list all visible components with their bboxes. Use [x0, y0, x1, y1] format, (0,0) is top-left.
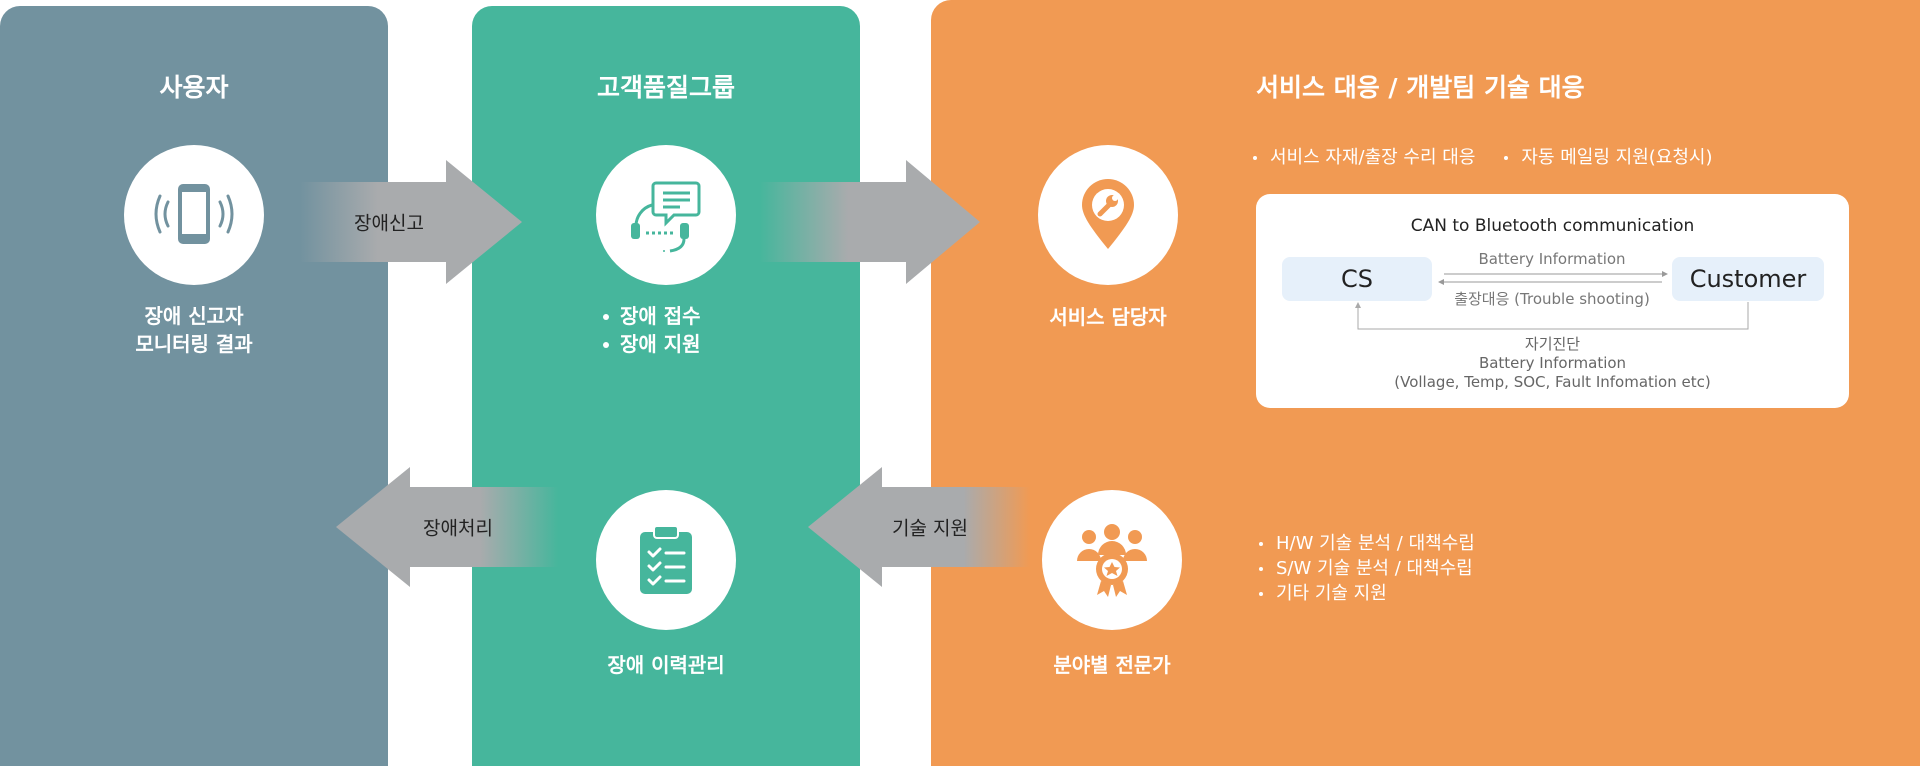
service-top-caption: 서비스 담당자 [1049, 305, 1167, 329]
service-bullet-item: 기타 기술 지원 [1256, 581, 1475, 606]
handling-arrow-label: 장애처리 [423, 517, 493, 540]
user-caption: 장애 신고자 모니터링 결과 [0, 302, 388, 358]
clipboard-checklist-icon [640, 525, 692, 594]
cq-bottom-caption: 장애 이력관리 [607, 653, 725, 677]
diagnosis-text: 자기진단 Battery Information (Vollage, Temp,… [1256, 335, 1849, 392]
user-caption-line2: 모니터링 결과 [135, 332, 253, 356]
to-service-arrow [760, 160, 980, 284]
diagnosis-line1: 자기진단 [1524, 335, 1581, 353]
expert-group-badge-icon [1077, 524, 1147, 597]
forward-flow-label: Battery Information [1478, 250, 1626, 268]
cq-bottom-icon-circle [596, 490, 736, 630]
tech-support-arrow [808, 467, 1030, 587]
customer-quality-panel-title: 고객품질그룹 [596, 73, 735, 102]
backward-flow-label: 출장대응 (Trouble shooting) [1454, 290, 1650, 308]
user-panel [0, 6, 388, 766]
tech-support-arrow-label: 기술 지원 [892, 517, 968, 540]
cq-bullet-item: 장애 지원 [600, 330, 701, 358]
headset-support-icon [631, 181, 701, 253]
service-bullet-item: 서비스 자재/출장 수리 대응 [1250, 145, 1475, 170]
user-icon-circle [124, 145, 264, 285]
smartphone-vibrate-icon [154, 184, 234, 244]
cq-top-icon-circle [596, 145, 736, 285]
service-top-icon-circle [1038, 145, 1178, 285]
user-panel-title: 사용자 [159, 73, 229, 102]
diagnosis-line3: (Vollage, Temp, SOC, Fault Infomation et… [1394, 373, 1711, 391]
service-bottom-icon-circle [1042, 490, 1182, 630]
service-bullet-item: 자동 메일링 지원(요청시) [1501, 145, 1712, 170]
user-caption-line1: 장애 신고자 [144, 304, 244, 328]
can-bluetooth-box: CAN to Bluetooth communication CS Custom… [1256, 194, 1849, 408]
report-arrow-label: 장애신고 [354, 212, 424, 235]
can-flow-lines [1355, 271, 1749, 330]
service-panel-title: 서비스 대응 / 개발팀 기술 대응 [1256, 73, 1585, 102]
service-bottom-caption: 분야별 전문가 [1053, 653, 1171, 677]
service-bullet-item: S/W 기술 분석 / 대책수립 [1256, 556, 1475, 581]
cs-node: CS [1282, 257, 1432, 301]
cq-bullet-item: 장애 접수 [600, 302, 701, 330]
service-bottom-bullets: H/W 기술 분석 / 대책수립 S/W 기술 분석 / 대책수립 기타 기술 … [1256, 531, 1475, 606]
service-top-bullets: 서비스 자재/출장 수리 대응 자동 메일링 지원(요청시) [1250, 145, 1712, 170]
handling-arrow [336, 467, 558, 587]
customer-quality-panel [472, 6, 860, 766]
customer-node: Customer [1672, 257, 1824, 301]
service-bullet-item: H/W 기술 분석 / 대책수립 [1256, 531, 1475, 556]
cq-top-bullets: 장애 접수 장애 지원 [600, 302, 701, 358]
diagnosis-line2: Battery Information [1478, 354, 1627, 372]
wrench-location-pin-icon [1082, 179, 1134, 249]
report-arrow [300, 160, 522, 284]
can-box-title: CAN to Bluetooth communication [1410, 216, 1695, 236]
